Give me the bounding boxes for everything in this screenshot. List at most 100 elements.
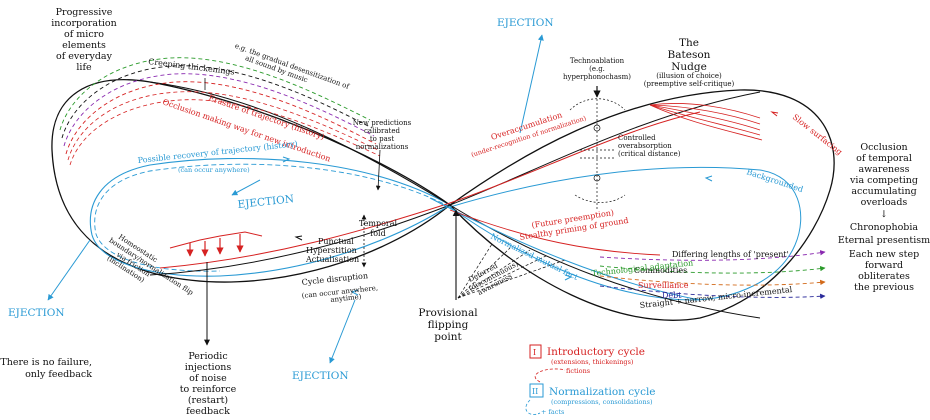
- svg-text:Provisional: Provisional: [418, 307, 478, 319]
- svg-text:Chronophobia: Chronophobia: [850, 222, 919, 233]
- svg-text:calibrated: calibrated: [364, 127, 401, 135]
- label-can-occur-bottom: (can occur anywhere, anytime): [301, 284, 378, 304]
- svg-text:Punctual: Punctual: [318, 237, 354, 246]
- label-controlled: Controlled overabsorption (critical dist…: [618, 134, 681, 158]
- label-occlusion-temporal: Occlusion of temporal awareness via comp…: [838, 142, 930, 293]
- legend-norm-title: Normalization cycle: [549, 386, 656, 398]
- loop-direction-markers: [282, 111, 779, 296]
- label-backgrounded: Backgrounded: [745, 167, 804, 194]
- label-deferred: Deferred (discontinuous) awareness: [467, 260, 520, 297]
- svg-text:the previous: the previous: [854, 282, 914, 293]
- svg-text:↓: ↓: [880, 209, 888, 220]
- legend-norm-facts: + facts: [541, 408, 564, 416]
- label-progressive: Progressive incorporation of micro eleme…: [51, 7, 116, 73]
- label-cycle-disruption: Cycle disruption: [301, 271, 368, 287]
- svg-text:Controlled: Controlled: [618, 134, 656, 142]
- legend-intro-box: [529, 344, 542, 359]
- bateson-red-fan: [649, 103, 763, 141]
- legend-intro-numeral: I: [533, 348, 536, 357]
- svg-text:normalizations: normalizations: [356, 143, 409, 151]
- left-lobe-blue-band: [89, 157, 451, 277]
- loop-structure: [51, 79, 835, 321]
- label-temporal-fold: Temporal fold: [359, 219, 398, 238]
- label-possible-recovery: Possible recovery of trajectory (history…: [137, 139, 298, 165]
- legend-norm-box: [529, 383, 544, 398]
- right-lobe-blue-band: [449, 166, 802, 301]
- label-ejection-bottom-left: EJECTION: [8, 307, 65, 319]
- svg-text:Periodic: Periodic: [188, 351, 227, 362]
- label-ejection-bottom-mid: EJECTION: [292, 370, 349, 382]
- svg-text:elements: elements: [62, 40, 106, 51]
- legend-norm-dashed: [525, 399, 541, 415]
- svg-text:flipping: flipping: [428, 319, 469, 331]
- label-surveillance: Surveillance: [638, 281, 689, 290]
- label-provisional: Provisional flipping point: [418, 307, 478, 343]
- label-technological: Technological adaptation: [591, 258, 693, 278]
- svg-text:point: point: [434, 331, 462, 343]
- crossing-red-upper: [159, 111, 701, 269]
- svg-text:Temporal: Temporal: [359, 219, 398, 228]
- svg-text:Nudge: Nudge: [671, 61, 707, 73]
- crossing-red-lower: [449, 209, 661, 256]
- svg-text:Bateson: Bateson: [668, 49, 711, 61]
- svg-text:(restart): (restart): [188, 395, 228, 406]
- svg-text:Actualisation: Actualisation: [305, 255, 359, 264]
- legend: I Introductory cycle (extensions, thicke…: [525, 344, 656, 416]
- svg-text:obliterates: obliterates: [858, 271, 910, 282]
- technoablation-structure: [569, 86, 626, 210]
- svg-text:incorporation: incorporation: [51, 18, 116, 29]
- svg-text:(critical distance): (critical distance): [618, 150, 681, 158]
- svg-text:anytime): anytime): [330, 293, 362, 304]
- legend-intro-sub: (extensions, thickenings): [551, 358, 634, 366]
- svg-text:overloads: overloads: [861, 197, 908, 208]
- svg-text:via competing: via competing: [849, 175, 918, 186]
- creeping-dashed-lines: [59, 57, 381, 166]
- svg-text:There is no failure,: There is no failure,: [0, 357, 92, 368]
- legend-norm-numeral: II: [532, 387, 538, 396]
- label-punctual: Punctual Hyperstition Actualisation: [305, 237, 359, 264]
- crossing-diagonal-up: [149, 91, 761, 276]
- svg-text:forward: forward: [865, 260, 903, 271]
- svg-text:injections: injections: [185, 362, 232, 373]
- overload-dashed-lines: [599, 250, 826, 299]
- svg-text:hyperphonochasm): hyperphonochasm): [563, 73, 631, 81]
- right-lobe-outer: [449, 89, 835, 321]
- svg-text:Each new step: Each new step: [849, 249, 919, 260]
- label-slow-surfacing: Slow surfacing: [791, 112, 844, 156]
- label-new-predictions: New predictions calibrated to past norma…: [353, 119, 412, 151]
- label-ejection-left-mid: EJECTION: [237, 193, 294, 211]
- svg-text:feedback: feedback: [186, 406, 230, 417]
- label-technoablation: Technoablation (e.g. hyperphonochasm): [563, 57, 631, 81]
- label-commodities: Commodities: [634, 266, 687, 275]
- svg-text:(illusion of choice): (illusion of choice): [656, 72, 722, 80]
- svg-text:accumulating: accumulating: [851, 186, 916, 197]
- svg-text:only feedback: only feedback: [25, 369, 92, 380]
- crossing-diagonal-down: [149, 81, 761, 319]
- connector-arrows: [47, 34, 544, 364]
- label-bateson: The Bateson Nudge (illusion of choice) (…: [644, 37, 735, 88]
- svg-text:(e.g.: (e.g.: [589, 65, 605, 73]
- svg-text:New predictions: New predictions: [353, 119, 412, 127]
- label-periodic: Periodic injections of noise to reinforc…: [180, 351, 237, 417]
- deferred-fan: [457, 243, 566, 299]
- svg-text:overabsorption: overabsorption: [618, 142, 672, 150]
- svg-text:of noise: of noise: [189, 373, 227, 384]
- svg-text:awareness: awareness: [858, 164, 909, 175]
- svg-text:life: life: [76, 62, 92, 73]
- svg-text:Technoablation: Technoablation: [570, 57, 625, 65]
- label-can-occur-top: (can occur anywhere): [178, 166, 250, 174]
- label-differing: Differing lengths of 'present': [672, 250, 789, 259]
- label-debt: Debt: [662, 291, 682, 300]
- legend-intro-dashed: [534, 368, 566, 383]
- left-lobe-blue-band-2: [94, 163, 451, 272]
- svg-text:Hyperstition: Hyperstition: [306, 246, 357, 255]
- svg-text:to reinforce: to reinforce: [180, 384, 237, 395]
- svg-text:(preemptive self-critique): (preemptive self-critique): [644, 80, 735, 88]
- svg-text:Eternal presentism: Eternal presentism: [838, 235, 930, 246]
- svg-text:of everyday: of everyday: [56, 51, 113, 62]
- svg-text:fold: fold: [370, 229, 385, 238]
- legend-intro-title: Introductory cycle: [547, 346, 645, 358]
- legend-norm-sub: (compressions, consolidations): [551, 398, 653, 406]
- svg-text:Progressive: Progressive: [56, 7, 113, 18]
